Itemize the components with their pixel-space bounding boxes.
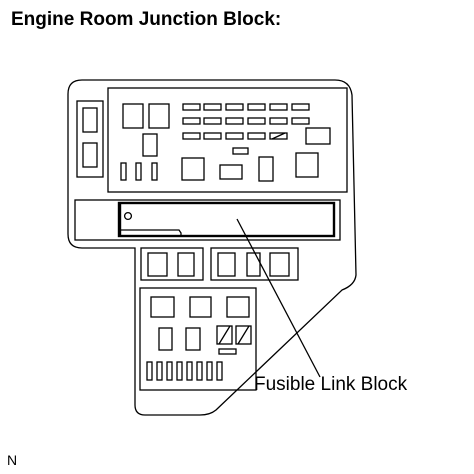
junction-block-outline [67, 79, 357, 416]
corner-mark: N [7, 452, 18, 468]
upper-fuse-panel [107, 87, 348, 193]
left-relay-pair [76, 100, 104, 178]
lower-fuse-panel [139, 287, 257, 391]
callout-leader-line [236, 218, 321, 378]
fusible-link-block [74, 199, 341, 241]
diagram-title: Engine Room Junction Block: [11, 9, 282, 30]
middle-relay-boxes [140, 247, 299, 281]
fusible-link-block-label: Fusible Link Block [254, 374, 408, 395]
